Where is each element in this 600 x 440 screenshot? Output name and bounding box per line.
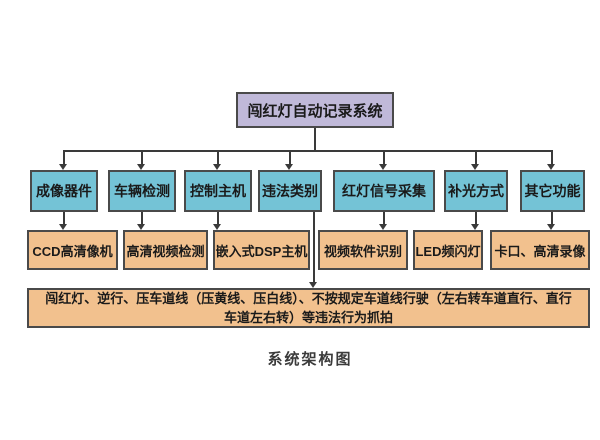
connector-bus-drop [289,150,291,164]
node-root-system: 闯红灯自动记录系统 [236,92,394,128]
connector-violation-drop [313,212,315,282]
node-ccd-hd-camera: CCD高清像机 [27,230,118,270]
node-vehicle-detection: 车辆检测 [108,170,176,212]
node-fill-light-mode: 补光方式 [444,170,508,212]
connector-bus-drop [475,150,477,164]
arrow-down-icon [137,224,145,230]
connector-bus-drop [383,150,385,164]
node-video-software-id: 视频软件识别 [318,230,408,270]
arrow-down-icon [213,164,221,170]
arrow-down-icon [59,224,67,230]
arrow-down-icon [285,164,293,170]
node-embedded-dsp-host: 嵌入式DSP主机 [213,230,310,270]
connector-mid-drop [383,212,385,224]
connector-bus-drop [63,150,65,164]
connector-mid-drop [63,212,65,224]
arrow-down-icon [309,282,317,288]
connector-bus-drop [551,150,553,164]
node-checkpoint-hd-record: 卡口、高清录像 [490,230,590,270]
arrow-down-icon [471,164,479,170]
node-control-host: 控制主机 [184,170,252,212]
arrow-down-icon [471,224,479,230]
arrow-down-icon [547,224,555,230]
node-imaging-device: 成像器件 [30,170,98,212]
connector-mid-drop [217,212,219,224]
connector-mid-drop [141,212,143,224]
diagram-caption: 系统架构图 [267,351,353,368]
connector-root-to-bus [314,128,316,151]
node-led-strobe-light: LED频闪灯 [413,230,483,270]
connector-bus-drop [217,150,219,164]
arrow-down-icon [213,224,221,230]
arrow-down-icon [137,164,145,170]
connector-bus-drop [141,150,143,164]
connector-mid-drop [551,212,553,224]
node-red-light-signal: 红灯信号采集 [333,170,435,212]
connector-bus-line [63,150,553,152]
arrow-down-icon [547,164,555,170]
violation-summary-box: 闯红灯、逆行、压车道线（压黄线、压白线）、不按规定车道线行驶（左右转车道直行、直… [27,288,590,328]
arrow-down-icon [59,164,67,170]
arrow-down-icon [379,224,387,230]
node-other-functions: 其它功能 [520,170,585,212]
arrow-down-icon [379,164,387,170]
connector-mid-drop [475,212,477,224]
node-hd-video-detection: 高清视频检测 [123,230,208,270]
node-violation-category: 违法类别 [258,170,322,212]
